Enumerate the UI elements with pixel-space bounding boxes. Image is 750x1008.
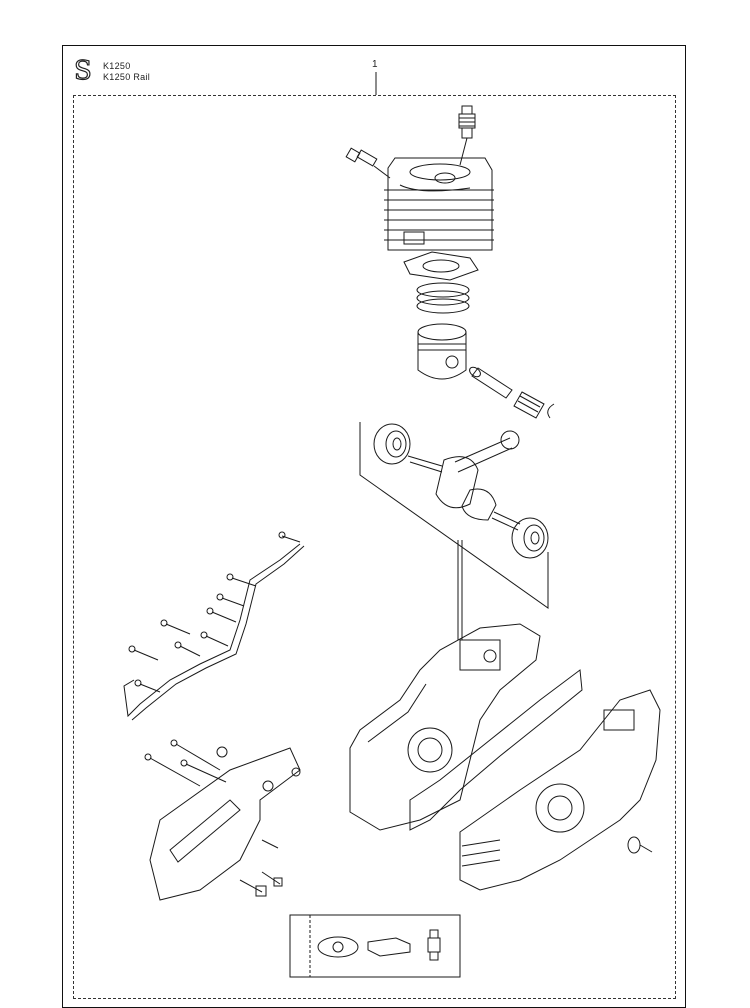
- gasket-kit-box: [289, 914, 461, 978]
- piston-rings[interactable]: [416, 282, 470, 314]
- model-name: K1250: [103, 61, 131, 71]
- brand-logo: S: [73, 56, 92, 86]
- kit-gasket-round[interactable]: [317, 936, 359, 958]
- crankshaft-bearing-right[interactable]: [511, 517, 549, 559]
- circlip[interactable]: [547, 403, 555, 419]
- kit-spark-plug[interactable]: [427, 929, 441, 961]
- piston[interactable]: [417, 323, 467, 380]
- adjustment-screws[interactable]: [239, 839, 283, 897]
- reference-number: 1: [372, 59, 378, 70]
- crankshaft-group: [359, 422, 549, 640]
- bracket-bolts[interactable]: [144, 739, 228, 787]
- crankshaft[interactable]: [407, 430, 521, 531]
- diagram-border: [73, 95, 676, 999]
- crankcase-gasket[interactable]: [409, 669, 583, 831]
- roller[interactable]: [627, 836, 653, 854]
- crankcase-half-right[interactable]: [459, 689, 661, 891]
- cylinder-gasket[interactable]: [403, 251, 479, 281]
- decompression-valve[interactable]: [345, 147, 391, 179]
- crankcase-half-left[interactable]: [349, 623, 541, 831]
- model-subtitle: K1250 Rail: [103, 72, 151, 82]
- crankshaft-bearing-left[interactable]: [373, 423, 411, 465]
- kit-gasket-flat[interactable]: [367, 937, 411, 957]
- crankcase-screws[interactable]: [128, 531, 301, 693]
- piston-pin[interactable]: [468, 365, 513, 399]
- needle-bearing[interactable]: [513, 391, 545, 419]
- crankcase-gasket-assembly[interactable]: [123, 543, 305, 721]
- cylinder[interactable]: [384, 157, 494, 251]
- cutting-arm-bracket[interactable]: [149, 747, 301, 901]
- spark-plug[interactable]: [458, 105, 476, 166]
